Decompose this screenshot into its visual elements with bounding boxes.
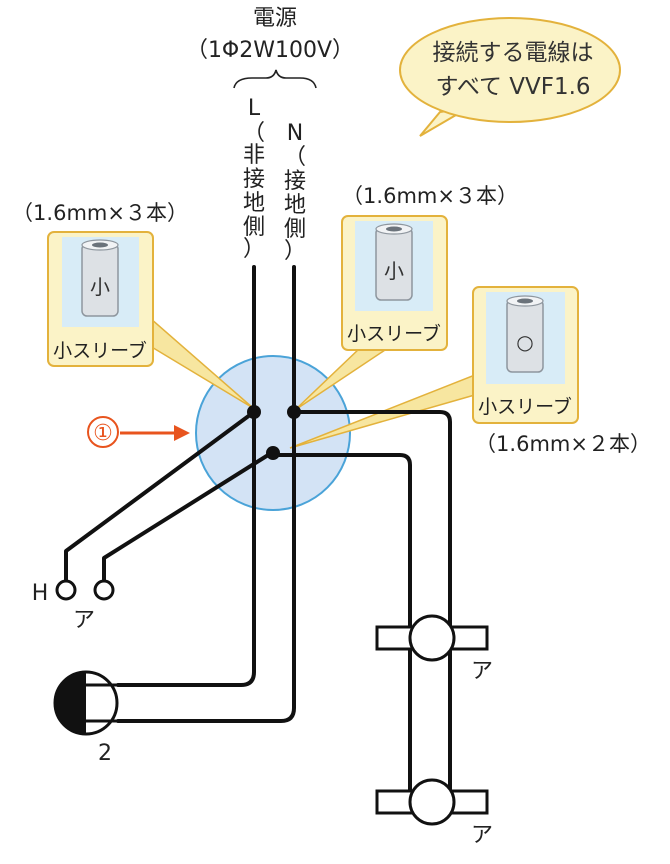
callout-pointer-left [149, 316, 254, 409]
bubble-line-1: 接続する電線は [433, 40, 594, 66]
line-n-note-0: （ [284, 145, 306, 170]
line-n-note-1: 接 [284, 169, 306, 194]
sleeve-left-caption: 小スリーブ [53, 339, 147, 362]
sleeve-right-caption: 小スリーブ [478, 395, 572, 418]
switch-terminal-h [55, 579, 77, 601]
outlet-label: 2 [98, 741, 112, 766]
brace-mark [233, 69, 317, 89]
wire-n-to-outlet [116, 265, 296, 723]
sleeve-mid-mark: 小 [384, 259, 404, 283]
wire-switch-h [64, 410, 256, 582]
lamp-fixture-2: ア [375, 778, 493, 848]
sleeve-card-left: 小 小スリーブ [47, 231, 154, 367]
power-source-spec: （1Φ2W100V） [186, 38, 354, 63]
lamp-fixture-1: ア [375, 614, 493, 684]
outlet: 2 [53, 670, 119, 766]
junction-dot-n [287, 405, 301, 419]
line-l-note-4: 側 [243, 215, 265, 240]
line-l-note-2: 接 [243, 167, 265, 192]
lamp-icon [408, 614, 456, 662]
junction-arrow-head [174, 425, 190, 441]
line-n-note-4: ） [284, 239, 306, 264]
junction-marker-circle [87, 416, 119, 448]
junction-marker: ① [93, 421, 113, 446]
note-bubble: 接続する電線は すべて VVF1.6 [399, 17, 621, 137]
sleeve-mid-spec: （1.6mm×３本） [342, 184, 518, 208]
wires [64, 265, 452, 802]
wire-switch-a [102, 450, 275, 582]
lamp-2-label: ア [471, 823, 493, 848]
line-n-note-2: 地 [284, 193, 306, 218]
sleeve-left-mark: 小 [90, 275, 110, 299]
line-l-note-3: 地 [243, 191, 265, 216]
switch-terminal-a [93, 579, 115, 601]
line-n-note-3: 側 [284, 217, 306, 242]
line-l-note-1: 非 [243, 143, 265, 168]
junction-dot-l [247, 405, 261, 419]
sleeve-card-right: ○ 小スリーブ [472, 286, 579, 424]
sleeve-left-spec: （1.6mm×３本） [12, 201, 188, 225]
wire-l-to-outlet [116, 265, 256, 687]
wire-n-to-lamps [292, 410, 452, 802]
power-source-title: 電源 [253, 6, 297, 31]
junction-dot-return [266, 446, 280, 460]
line-l-note-5: ） [243, 237, 265, 262]
sleeve-right-mark: ○ [516, 330, 533, 354]
sleeve-right-spec: （1.6mm×２本） [475, 432, 651, 456]
wire-return-to-lamps [271, 453, 412, 802]
line-n-label: N [287, 121, 303, 146]
line-l-label: L [248, 96, 261, 121]
bubble-line-2: すべて VVF1.6 [435, 74, 590, 100]
lamp-icon [408, 778, 456, 826]
line-l-note-0: （ [243, 121, 265, 146]
sleeve-mid-caption: 小スリーブ [347, 322, 441, 345]
lamp-1-label: ア [471, 659, 493, 684]
sleeve-card-mid: 小 小スリーブ [341, 215, 448, 351]
switch-label-a: ア [73, 608, 95, 633]
switch-label-h: H [32, 581, 49, 606]
